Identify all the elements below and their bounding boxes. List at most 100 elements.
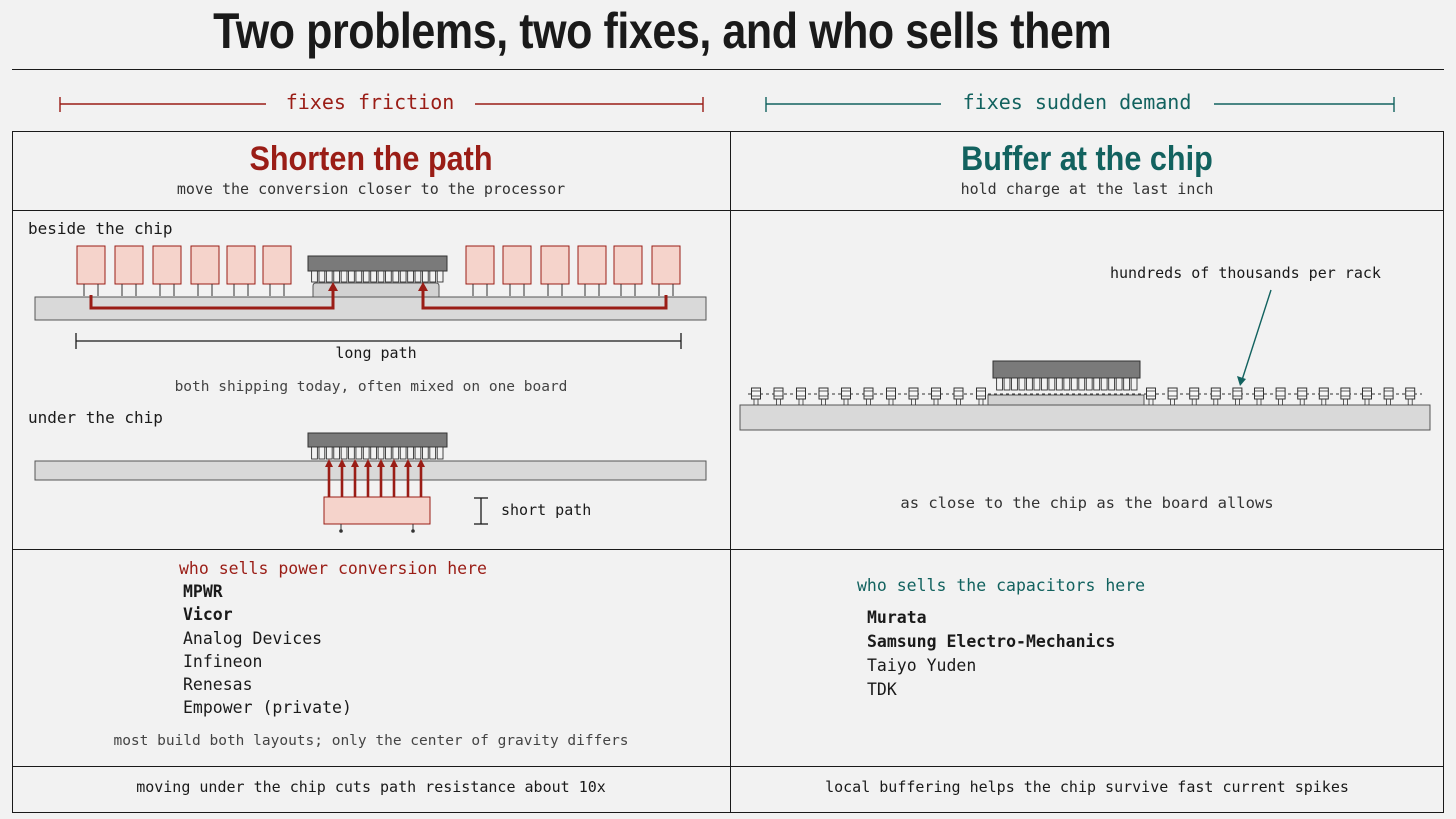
short-path-label: short path — [501, 501, 592, 519]
vendor-infineon: Infineon — [183, 651, 263, 671]
power-module-11 — [613, 245, 643, 296]
left-bracket-label: fixes friction — [285, 90, 455, 114]
header-row-divider — [12, 210, 1444, 211]
left-subheading: move the conversion closer to the proces… — [176, 180, 566, 198]
vendor-renesas: Renesas — [183, 675, 253, 695]
chip-pin — [407, 270, 414, 283]
power-module-7 — [465, 245, 495, 296]
long-path-label: long path — [335, 344, 417, 362]
capacitor — [1405, 387, 1416, 405]
long-path-arrow-left — [328, 282, 338, 291]
chip-pins-under — [311, 446, 444, 460]
chip-pin — [996, 377, 1003, 391]
left-vendors-heading: who sells power conversion here — [179, 559, 487, 578]
short-path-arrow — [325, 459, 333, 497]
chip-pin — [1055, 377, 1063, 391]
chip-pin — [385, 446, 392, 460]
chip-pin — [1026, 377, 1033, 391]
table-frame — [12, 131, 1444, 813]
chip-pin — [377, 446, 385, 460]
capacitor — [1383, 387, 1394, 405]
mixed-layout-note: both shipping today, often mixed on one … — [174, 379, 568, 395]
close-to-chip-note: as close to the chip as the board allows — [900, 494, 1274, 512]
chip-pin — [1011, 377, 1018, 391]
power-module-4 — [190, 245, 220, 296]
processor-chip-under — [307, 432, 448, 448]
chip-pin — [1108, 377, 1116, 391]
capacitor — [976, 387, 986, 405]
capacitor — [751, 387, 761, 405]
diagram-row-divider — [12, 549, 1444, 550]
capacitor — [1340, 387, 1351, 405]
processor-chip-beside — [307, 255, 448, 272]
callout-leader — [1241, 289, 1272, 381]
right-footer: local buffering helps the chip survive f… — [825, 778, 1349, 796]
under-chip-label: under the chip — [28, 408, 163, 427]
vendor-tdk: TDK — [867, 680, 897, 699]
chip-pin — [355, 446, 363, 460]
chip-pin — [348, 446, 355, 460]
capacitor — [1362, 387, 1372, 405]
chip-pin — [1003, 377, 1011, 391]
chip-pin — [318, 270, 326, 283]
capacitor — [953, 387, 964, 405]
chip-pins-buffer — [996, 377, 1138, 391]
callout-arrowhead — [1237, 376, 1246, 386]
capacitor — [931, 387, 941, 405]
chip-pin — [340, 270, 348, 283]
chip-pin — [333, 446, 341, 460]
power-module-10 — [577, 245, 607, 296]
chip-pin — [392, 446, 400, 460]
short-current-paths — [325, 459, 425, 497]
chip-pin — [1123, 377, 1130, 391]
chip-pin — [370, 270, 377, 283]
chip-pin — [1018, 377, 1026, 391]
chip-pin — [1100, 377, 1108, 391]
right-vendors-heading: who sells the capacitors here — [857, 576, 1146, 595]
short-path-dimension — [474, 497, 488, 525]
short-path-arrow — [404, 459, 412, 497]
long-current-path — [89, 288, 668, 310]
chip-pin — [421, 270, 429, 283]
chip-pin — [392, 270, 400, 283]
chip-pin — [399, 446, 407, 460]
title-underline — [12, 69, 1444, 70]
capacitor — [1318, 387, 1329, 405]
power-module-3 — [152, 245, 182, 296]
interposer-buffer — [987, 394, 1145, 406]
capacitor — [1189, 387, 1200, 405]
left-footer: moving under the chip cuts path resistan… — [136, 778, 606, 796]
short-path-arrow — [377, 459, 385, 497]
chip-pin — [348, 270, 355, 283]
chip-pin — [436, 446, 444, 460]
vendor-row-divider — [12, 766, 1444, 767]
vendor-taiyo-yuden: Taiyo Yuden — [867, 656, 977, 675]
vendor-empower: Empower (private) — [183, 698, 352, 718]
left-heading: Shorten the path — [249, 140, 493, 178]
chip-pin — [325, 446, 333, 460]
power-module-6 — [262, 245, 292, 296]
short-path-arrow — [364, 459, 372, 497]
chip-pin — [377, 270, 385, 283]
left-vendor-list: MPWR Vicor Analog Devices Infineon Renes… — [183, 580, 352, 720]
capacitor — [1146, 387, 1156, 405]
long-path-arrow-right — [418, 282, 428, 291]
right-heading: Buffer at the chip — [961, 140, 1213, 178]
chip-pin — [399, 270, 407, 283]
capacitor-count-callout: hundreds of thousands per rack — [1110, 264, 1381, 282]
chip-pin — [362, 446, 370, 460]
capacitor — [818, 387, 829, 405]
center-divider — [730, 131, 731, 813]
capacitor — [886, 387, 896, 405]
chip-pin — [1085, 377, 1093, 391]
long-path-dimension — [75, 333, 682, 349]
beside-chip-label: beside the chip — [28, 219, 173, 238]
chip-pin — [1063, 377, 1071, 391]
right-vendor-list: Murata Samsung Electro-Mechanics Taiyo Y… — [867, 606, 1115, 702]
chip-pin — [429, 270, 437, 283]
chip-pin — [340, 446, 348, 460]
short-path-arrow — [390, 459, 398, 497]
chip-pin — [414, 270, 422, 283]
